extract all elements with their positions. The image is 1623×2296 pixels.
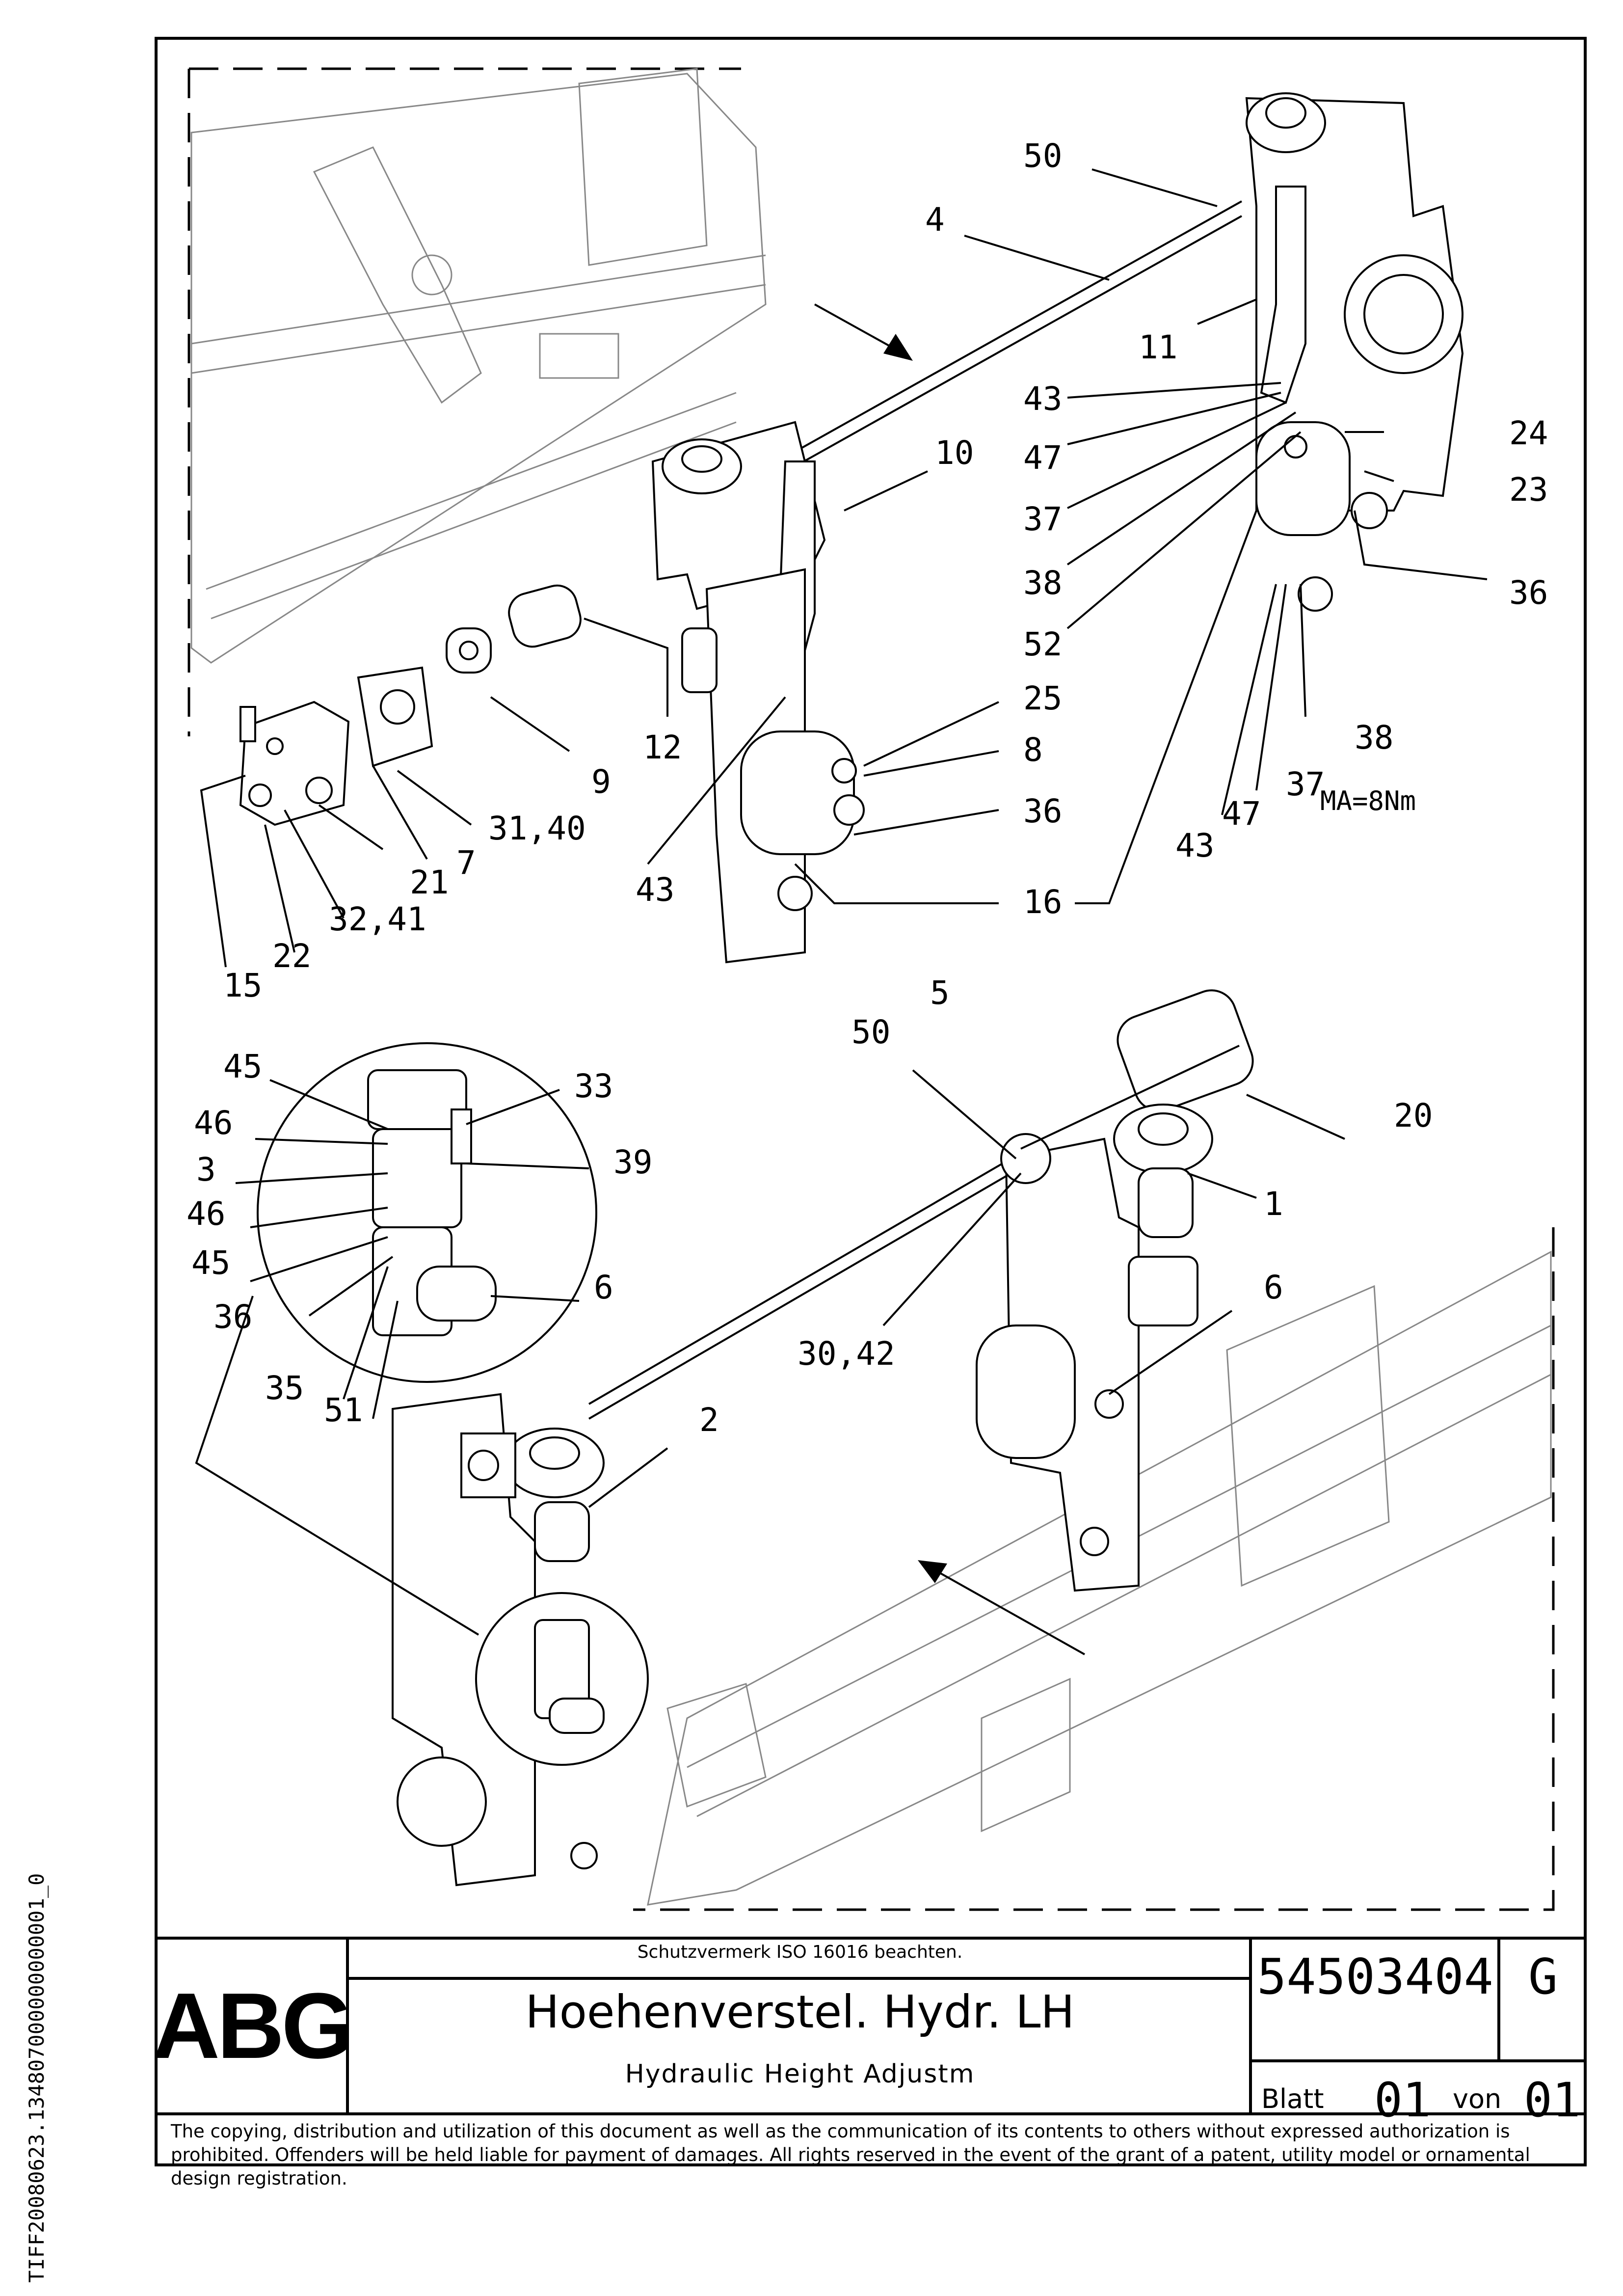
exploded-pump-parts bbox=[239, 584, 582, 826]
callout-38-lower: 38 bbox=[1355, 719, 1393, 756]
lower-right-cylinder bbox=[976, 1324, 1076, 1459]
callout-4: 4 bbox=[925, 201, 945, 239]
upper-shaft-assembly bbox=[651, 92, 1464, 964]
callout-35: 35 bbox=[265, 1369, 304, 1407]
upper-left-cylinder bbox=[740, 730, 855, 855]
callout-45-top: 45 bbox=[223, 1048, 262, 1085]
callout-32-41: 32,41 bbox=[329, 900, 426, 938]
callout-50-lower: 50 bbox=[851, 1013, 890, 1051]
callout-30-42: 30,42 bbox=[798, 1335, 895, 1373]
drawing-title-english: Hydraulic Height Adjustm bbox=[625, 2059, 975, 2089]
callout-15: 15 bbox=[223, 967, 262, 1004]
torque-spec: MA=8Nm bbox=[1320, 785, 1416, 816]
lower-shaft-assembly bbox=[392, 989, 1254, 1887]
callout-46-top: 46 bbox=[194, 1104, 233, 1142]
callout-50-upper: 50 bbox=[1023, 137, 1062, 175]
callout-5: 5 bbox=[930, 974, 950, 1012]
callout-23: 23 bbox=[1509, 471, 1548, 509]
callout-6-right: 6 bbox=[1264, 1269, 1283, 1306]
callout-37-lower: 37 bbox=[1286, 765, 1325, 803]
callout-12: 12 bbox=[643, 729, 682, 766]
callout-43-lower: 43 bbox=[1175, 827, 1214, 864]
lower-breakout-line bbox=[633, 1227, 1555, 1911]
sheet-number: 01 bbox=[1374, 2073, 1431, 2128]
callout-16: 16 bbox=[1023, 883, 1062, 921]
callout-21: 21 bbox=[410, 864, 449, 901]
callout-36-upper-right: 36 bbox=[1509, 574, 1548, 612]
copyright-notice: The copying, distribution and utilizatio… bbox=[171, 2121, 1530, 2189]
upper-chassis-frame bbox=[190, 68, 767, 664]
callout-7: 7 bbox=[456, 844, 476, 882]
callout-43-left: 43 bbox=[636, 871, 674, 909]
callout-36-detail: 36 bbox=[213, 1298, 252, 1336]
pump-cartridge-sleeve bbox=[508, 584, 582, 648]
direction-arrow-lower bbox=[918, 1560, 1085, 1655]
document-number: 54503404 bbox=[1257, 1948, 1493, 2005]
file-identifier: TIFF20080623.134807000000000001_0 bbox=[25, 1873, 49, 2283]
protection-note: Schutzvermerk ISO 16016 beachten. bbox=[637, 1942, 963, 1962]
shaft-coupling bbox=[1000, 1133, 1051, 1184]
callout-37-upper: 37 bbox=[1023, 500, 1062, 538]
callout-3: 3 bbox=[196, 1151, 216, 1189]
callout-8: 8 bbox=[1023, 731, 1043, 769]
callout-51: 51 bbox=[324, 1391, 363, 1429]
callout-46-bottom: 46 bbox=[186, 1195, 225, 1233]
small-detail-circle bbox=[475, 1592, 649, 1766]
callout-43-upper: 43 bbox=[1023, 380, 1062, 418]
callout-47-lower: 47 bbox=[1222, 795, 1261, 833]
drawing-frame bbox=[155, 37, 1587, 2166]
callout-47-upper: 47 bbox=[1023, 439, 1062, 477]
callout-labels: 50 4 11 43 47 37 38 52 24 23 36 10 12 9 … bbox=[186, 137, 1548, 1439]
revision-letter: G bbox=[1528, 1948, 1558, 2005]
drawing-title-german: Hoehenverstel. Hydr. LH bbox=[525, 1986, 1075, 2038]
sheet-total: 01 bbox=[1524, 2073, 1581, 2128]
direction-arrow-upper bbox=[814, 303, 913, 361]
callout-38-upper: 38 bbox=[1023, 564, 1062, 602]
callout-1: 1 bbox=[1264, 1185, 1283, 1223]
callout-31-40: 31,40 bbox=[488, 810, 586, 847]
lower-chassis-frame bbox=[647, 1250, 1552, 1906]
callout-33: 33 bbox=[574, 1067, 613, 1105]
callout-25: 25 bbox=[1023, 679, 1062, 717]
callout-9: 9 bbox=[591, 763, 611, 801]
callout-52: 52 bbox=[1023, 625, 1062, 663]
detail-leader bbox=[195, 1296, 479, 1636]
upper-breakout-line bbox=[187, 67, 741, 736]
sheet-info: Blatt 01 von 01 bbox=[1256, 2073, 1581, 2128]
drive-motor bbox=[1117, 989, 1254, 1112]
callout-39: 39 bbox=[613, 1143, 652, 1181]
callout-10: 10 bbox=[935, 434, 974, 472]
sheet-label: Blatt bbox=[1261, 2083, 1324, 2114]
company-logo: ABG bbox=[152, 1974, 354, 2078]
callout-20: 20 bbox=[1394, 1097, 1433, 1134]
callout-11: 11 bbox=[1139, 328, 1177, 366]
upper-connecting-shaft bbox=[795, 200, 1242, 453]
callout-2: 2 bbox=[699, 1401, 719, 1439]
callout-22: 22 bbox=[272, 937, 311, 975]
of-label: von bbox=[1453, 2083, 1502, 2114]
lower-connecting-shaft bbox=[588, 1158, 1012, 1405]
callout-6-detail: 6 bbox=[594, 1269, 613, 1306]
callout-24: 24 bbox=[1509, 414, 1548, 452]
callout-45-bottom: 45 bbox=[191, 1244, 230, 1282]
callout-36-middle: 36 bbox=[1023, 792, 1062, 830]
leader-lines bbox=[200, 168, 1488, 1508]
